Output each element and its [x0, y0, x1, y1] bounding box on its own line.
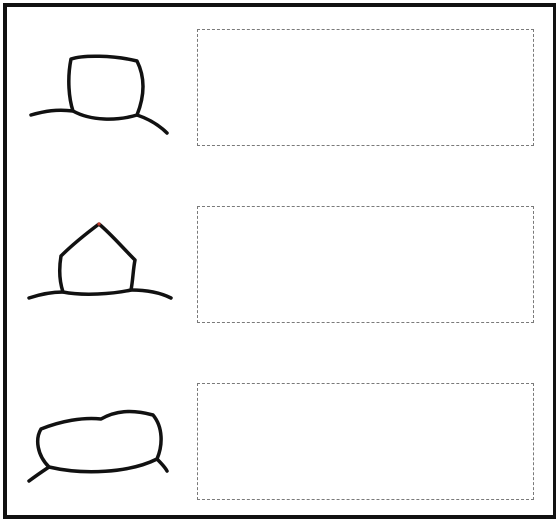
- answer-box[interactable]: [197, 29, 534, 146]
- worksheet-row: [7, 19, 553, 169]
- worksheet-row: [7, 373, 553, 523]
- pointed-pentagon-tooth-outline-icon: [17, 206, 177, 336]
- shape-drawing: [17, 29, 177, 159]
- worksheet-row: [7, 196, 553, 346]
- answer-box[interactable]: [197, 206, 534, 323]
- shape-drawing: [17, 206, 177, 336]
- answer-box[interactable]: [197, 383, 534, 500]
- rounded-square-tooth-outline-icon: [17, 29, 177, 159]
- worksheet-frame: [3, 3, 556, 519]
- wide-oval-tooth-outline-icon: [17, 383, 177, 513]
- shape-drawing: [17, 383, 177, 513]
